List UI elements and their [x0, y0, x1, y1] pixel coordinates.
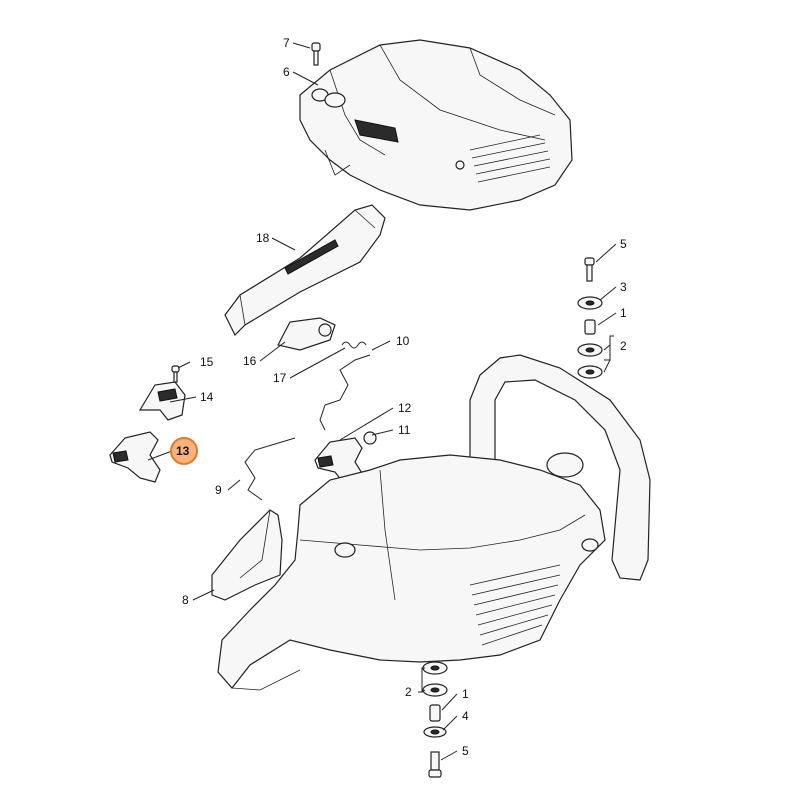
callout-12: 12 — [398, 401, 412, 415]
callout-13: 13 — [176, 444, 190, 458]
callout-8: 8 — [182, 593, 189, 607]
callout-7: 7 — [283, 36, 290, 50]
callout-15: 15 — [200, 355, 214, 369]
callout-9: 9 — [215, 483, 222, 497]
callout-17: 17 — [273, 371, 287, 385]
top-housing-part — [299, 39, 573, 211]
shaft-16-part — [277, 317, 336, 351]
callout-13-highlight[interactable]: 13 — [170, 437, 198, 465]
throttle-rod-9-part — [244, 437, 296, 501]
screw-15-part — [171, 365, 180, 383]
leader-lines — [147, 42, 617, 761]
handle-molding-part — [224, 204, 386, 337]
callout-5-bottom: 5 — [462, 744, 469, 758]
spring-11-part — [363, 431, 377, 445]
callout-14: 14 — [200, 390, 214, 404]
callout-3: 3 — [620, 280, 627, 294]
callout-11: 11 — [398, 423, 411, 437]
callout-5-top: 5 — [620, 237, 627, 251]
main-housing-part — [217, 354, 651, 691]
callout-labels: 7 6 18 15 14 13 16 17 10 12 11 9 8 5 3 1… — [170, 36, 627, 758]
callout-18: 18 — [256, 231, 270, 245]
callout-1-top: 1 — [620, 306, 627, 320]
bottom-mount-stack — [422, 661, 448, 778]
throttle-lever-13-part — [109, 431, 161, 483]
callout-4: 4 — [462, 709, 469, 723]
lever-cover-14-part — [138, 381, 186, 421]
right-mount-stack — [577, 257, 603, 379]
callout-2-bottom: 2 — [405, 685, 412, 699]
throttle-rod-10-part — [319, 354, 371, 431]
callout-16: 16 — [243, 354, 257, 368]
screw-7-part — [311, 42, 321, 66]
spring-17-part — [341, 341, 367, 349]
callout-6: 6 — [283, 65, 290, 79]
cover-plate-8-part — [211, 509, 283, 601]
callout-1-bottom: 1 — [462, 687, 469, 701]
callout-10: 10 — [396, 334, 410, 348]
callout-2-top: 2 — [620, 339, 627, 353]
